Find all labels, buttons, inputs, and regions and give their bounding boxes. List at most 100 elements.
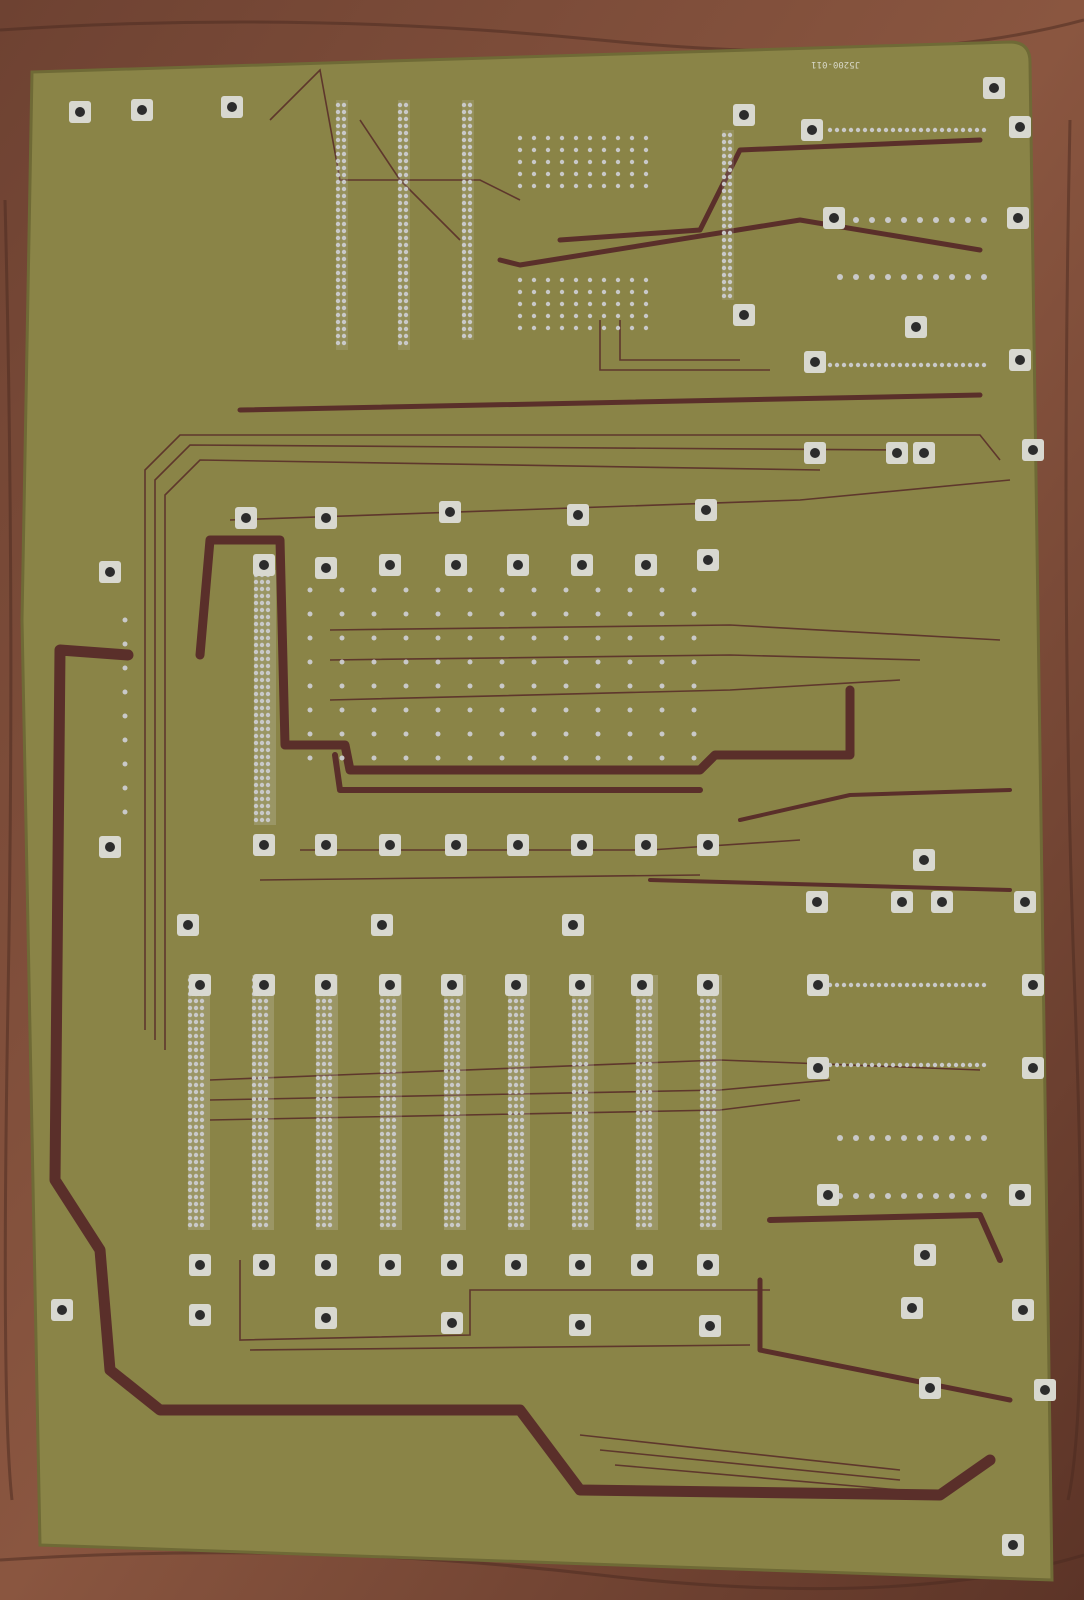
solder-pin [379,1131,385,1137]
solder-pin [193,1194,199,1200]
solder-pin [513,1040,519,1046]
solder-pin [187,1138,193,1144]
mounting-hole [253,1254,275,1276]
solder-pin [559,135,565,141]
solder-pin [876,362,882,368]
solder-pin [199,1075,205,1081]
solder-pin [265,789,271,795]
solder-pin [467,137,473,143]
solder-pin [435,707,441,713]
solder-pin [341,291,347,297]
solder-pin [647,1180,653,1186]
solder-pin [253,642,259,648]
solder-pin [455,1096,461,1102]
solder-pin [461,228,467,234]
solder-pin [455,1033,461,1039]
solder-pin [699,1187,705,1193]
solder-pin [641,1187,647,1193]
solder-pin [193,1222,199,1228]
solder-pin [265,768,271,774]
solder-pin [705,1012,711,1018]
solder-pin [193,1005,199,1011]
solder-pin [577,1012,583,1018]
solder-pin [339,635,345,641]
solder-pin [315,1019,321,1025]
solder-pin [263,1110,269,1116]
solder-pin [265,740,271,746]
solder-pin [577,1082,583,1088]
solder-pin [443,1026,449,1032]
solder-pin [263,1061,269,1067]
solder-pin [187,1173,193,1179]
solder-pin [193,1173,199,1179]
solder-pin [721,293,727,299]
solder-pin [403,291,409,297]
solder-pin [341,242,347,248]
solder-pin [321,1131,327,1137]
solder-pin [571,1089,577,1095]
solder-pin [885,1193,891,1199]
solder-pin [711,1082,717,1088]
solder-pin [403,151,409,157]
solder-pin [641,1033,647,1039]
solder-pin [635,1110,641,1116]
mounting-hole [445,554,467,576]
solder-pin [122,713,128,719]
solder-pin [583,1012,589,1018]
solder-pin [259,712,265,718]
solder-pin [257,1201,263,1207]
solder-pin [577,1159,583,1165]
solder-pin [583,1075,589,1081]
solder-pin [837,1135,843,1141]
solder-pin [876,1062,882,1068]
solder-pin [403,277,409,283]
mounting-hole [371,914,393,936]
mounting-hole [913,442,935,464]
solder-pin [705,1075,711,1081]
solder-pin [391,1201,397,1207]
solder-pin [577,1138,583,1144]
solder-pin [711,1103,717,1109]
solder-pin [391,1033,397,1039]
mounting-hole [569,974,591,996]
solder-pin [519,1110,525,1116]
solder-pin [193,1082,199,1088]
mounting-hole [69,101,91,123]
solder-pin [711,1159,717,1165]
solder-pin [371,587,377,593]
solder-pin [499,707,505,713]
solder-pin [341,207,347,213]
solder-pin [315,1012,321,1018]
solder-pin [193,1208,199,1214]
mounting-hole [189,1304,211,1326]
solder-pin [341,151,347,157]
solder-pin [727,132,733,138]
solder-pin [259,607,265,613]
solder-pin [379,1166,385,1172]
solder-pin [391,1110,397,1116]
solder-pin [641,1075,647,1081]
solder-pin [513,1026,519,1032]
solder-pin [571,1054,577,1060]
solder-pin [455,1194,461,1200]
solder-pin [583,1145,589,1151]
solder-pin [699,1201,705,1207]
solder-pin [517,135,523,141]
solder-pin [519,1138,525,1144]
solder-pin [335,137,341,143]
mounting-hole [315,1254,337,1276]
mounting-hole [315,834,337,856]
solder-pin [699,1145,705,1151]
solder-pin [341,123,347,129]
mounting-hole [253,974,275,996]
solder-pin [946,982,952,988]
solder-pin [577,1201,583,1207]
solder-pin [513,1033,519,1039]
solder-pin [193,1110,199,1116]
solder-pin [727,293,733,299]
solder-pin [253,600,259,606]
solder-pin [571,1033,577,1039]
solder-pin [253,677,259,683]
solder-pin [193,1026,199,1032]
solder-pin [265,642,271,648]
